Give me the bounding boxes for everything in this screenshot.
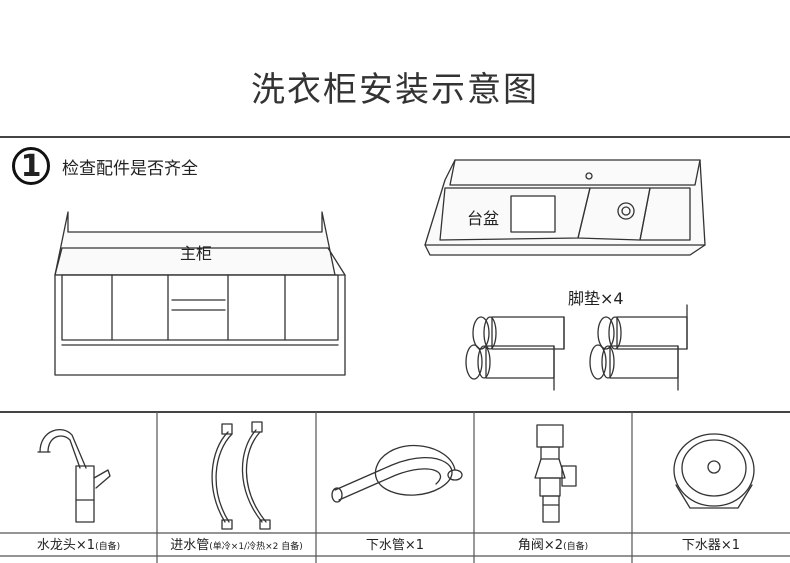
main-cabinet-label: 主柜 <box>180 244 213 263</box>
accessory-angle-valve: 角阀×2(自备) <box>474 412 632 563</box>
faucet-drawing <box>37 429 111 523</box>
feet-drawing <box>465 304 688 391</box>
drain-hose-drawing <box>331 444 463 503</box>
angle-valve-drawing <box>534 424 577 523</box>
step-number-badge: 1 <box>12 147 50 185</box>
inlet-hose-drawing <box>211 421 271 530</box>
divider-top <box>0 136 790 138</box>
page-title: 洗衣柜安装示意图 <box>251 70 539 110</box>
accessory-drain-fitting-label: 下水器×1 <box>681 538 741 553</box>
accessory-drain-hose-label: 下水管×1 <box>365 538 425 553</box>
accessory-table <box>0 411 790 563</box>
drain-fitting-drawing <box>673 433 755 509</box>
main-cabinet-drawing <box>54 211 346 376</box>
basin-label: 台盆 <box>467 209 500 228</box>
accessory-drain-fitting: 下水器×1 <box>632 412 790 563</box>
accessory-faucet: 水龙头×1(自备) <box>0 412 157 563</box>
accessory-drain-hose: 下水管×1 <box>316 412 474 563</box>
accessory-faucet-label: 水龙头×1(自备) <box>36 538 121 553</box>
accessory-inlet-hose: 进水管(单冷×1/冷热×2 自备) <box>157 412 316 563</box>
step-instruction: 检查配件是否齐全 <box>62 158 198 179</box>
accessory-row: 水龙头×1(自备) 进水管(单冷×1/冷热×2 自备) 下水管×1 角阀×2(自… <box>0 412 790 563</box>
basin-drawing <box>424 159 706 256</box>
accessory-angle-valve-label: 角阀×2(自备) <box>517 538 589 553</box>
step-header: 1 检查配件是否齐全 <box>12 147 198 185</box>
feet-label: 脚垫×4 <box>568 289 624 308</box>
accessory-inlet-hose-label: 进水管(单冷×1/冷热×2 自备) <box>170 538 303 553</box>
